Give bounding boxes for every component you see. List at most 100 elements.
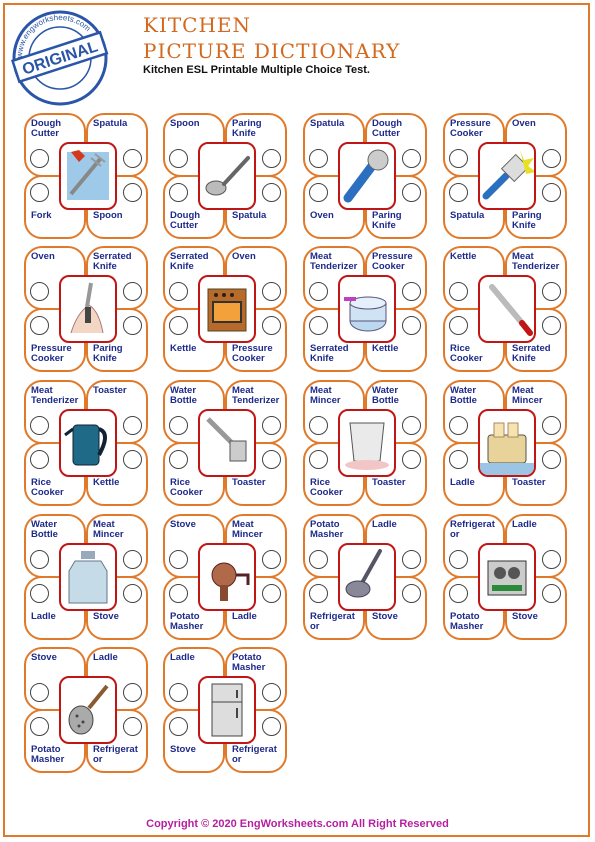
answer-circle[interactable] xyxy=(402,183,421,202)
answer-circle[interactable] xyxy=(449,450,468,469)
answer-circle[interactable] xyxy=(542,584,561,603)
meat-mincer-icon xyxy=(198,543,256,611)
answer-circle[interactable] xyxy=(169,717,188,736)
option-bottom-right: Refrigerat or xyxy=(93,744,138,765)
original-stamp: www.engworksheets.com ORIGINAL xyxy=(10,10,109,106)
option-bottom-right: Paring Knife xyxy=(93,343,123,364)
answer-circle[interactable] xyxy=(169,149,188,168)
answer-circle[interactable] xyxy=(30,316,49,335)
answer-circle[interactable] xyxy=(123,149,142,168)
answer-circle[interactable] xyxy=(30,149,49,168)
answer-circle[interactable] xyxy=(262,149,281,168)
answer-circle[interactable] xyxy=(262,416,281,435)
answer-circle[interactable] xyxy=(402,550,421,569)
answer-circle[interactable] xyxy=(169,450,188,469)
answer-circle[interactable] xyxy=(449,183,468,202)
answer-circle[interactable] xyxy=(169,683,188,702)
option-bottom-left: Stove xyxy=(170,744,196,755)
answer-circle[interactable] xyxy=(309,183,328,202)
answer-circle[interactable] xyxy=(30,450,49,469)
option-bottom-right: Pressure Cooker xyxy=(232,343,273,364)
answer-circle[interactable] xyxy=(123,717,142,736)
answer-circle[interactable] xyxy=(309,450,328,469)
option-top-left: Pressure Cooker xyxy=(450,118,491,139)
answer-circle[interactable] xyxy=(262,450,281,469)
answer-circle[interactable] xyxy=(262,550,281,569)
answer-circle[interactable] xyxy=(542,450,561,469)
answer-circle[interactable] xyxy=(30,416,49,435)
answer-circle[interactable] xyxy=(542,550,561,569)
answer-circle[interactable] xyxy=(449,149,468,168)
copyright-text: Copyright © 2020 EngWorksheets.com All R… xyxy=(146,818,449,830)
oven-icon xyxy=(198,275,256,343)
option-bottom-right: Stove xyxy=(93,611,119,622)
answer-circle[interactable] xyxy=(402,416,421,435)
option-top-right: Ladle xyxy=(93,652,118,663)
option-top-right: Potato Masher xyxy=(232,652,266,673)
answer-circle[interactable] xyxy=(262,316,281,335)
answer-circle[interactable] xyxy=(169,183,188,202)
answer-circle[interactable] xyxy=(123,584,142,603)
answer-circle[interactable] xyxy=(123,316,142,335)
option-bottom-right: Spoon xyxy=(93,210,123,221)
answer-circle[interactable] xyxy=(309,282,328,301)
answer-circle[interactable] xyxy=(169,282,188,301)
page-title-line1: KITCHEN xyxy=(143,13,252,37)
answer-circle[interactable] xyxy=(449,584,468,603)
answer-circle[interactable] xyxy=(262,183,281,202)
answer-circle[interactable] xyxy=(123,282,142,301)
answer-circle[interactable] xyxy=(309,416,328,435)
answer-circle[interactable] xyxy=(309,316,328,335)
answer-circle[interactable] xyxy=(262,282,281,301)
answer-circle[interactable] xyxy=(262,717,281,736)
answer-circle[interactable] xyxy=(402,450,421,469)
answer-circle[interactable] xyxy=(449,550,468,569)
answer-circle[interactable] xyxy=(169,316,188,335)
answer-circle[interactable] xyxy=(123,183,142,202)
answer-circle[interactable] xyxy=(309,149,328,168)
answer-circle[interactable] xyxy=(309,550,328,569)
answer-circle[interactable] xyxy=(402,316,421,335)
option-bottom-right: Refrigerat or xyxy=(232,744,277,765)
answer-circle[interactable] xyxy=(402,149,421,168)
answer-circle[interactable] xyxy=(542,183,561,202)
option-top-left: Spoon xyxy=(170,118,200,129)
answer-circle[interactable] xyxy=(123,550,142,569)
answer-circle[interactable] xyxy=(262,683,281,702)
serrated-knife-icon xyxy=(478,275,536,343)
answer-circle[interactable] xyxy=(123,683,142,702)
answer-circle[interactable] xyxy=(449,316,468,335)
option-bottom-right: Paring Knife xyxy=(512,210,542,231)
answer-circle[interactable] xyxy=(402,584,421,603)
answer-circle[interactable] xyxy=(30,683,49,702)
answer-circle[interactable] xyxy=(123,450,142,469)
option-bottom-left: Ladle xyxy=(450,477,475,488)
answer-circle[interactable] xyxy=(30,183,49,202)
page-title-line2: PICTURE DICTIONARY xyxy=(143,39,401,63)
answer-circle[interactable] xyxy=(169,416,188,435)
answer-circle[interactable] xyxy=(30,584,49,603)
option-top-right: Oven xyxy=(232,251,256,262)
answer-circle[interactable] xyxy=(402,282,421,301)
answer-circle[interactable] xyxy=(123,416,142,435)
answer-circle[interactable] xyxy=(262,584,281,603)
option-bottom-left: Rice Cooker xyxy=(31,477,64,498)
answer-circle[interactable] xyxy=(30,282,49,301)
answer-circle[interactable] xyxy=(542,282,561,301)
spatula-icon xyxy=(478,142,536,210)
answer-circle[interactable] xyxy=(542,316,561,335)
answer-circle[interactable] xyxy=(169,584,188,603)
answer-circle[interactable] xyxy=(30,717,49,736)
answer-circle[interactable] xyxy=(169,550,188,569)
answer-circle[interactable] xyxy=(449,416,468,435)
answer-circle[interactable] xyxy=(30,550,49,569)
answer-circle[interactable] xyxy=(542,416,561,435)
option-bottom-left: Serrated Knife xyxy=(310,343,349,364)
option-bottom-left: Potato Masher xyxy=(170,611,204,632)
answer-circle[interactable] xyxy=(449,282,468,301)
pressure-cooker-icon xyxy=(338,275,396,343)
answer-circle[interactable] xyxy=(542,149,561,168)
answer-circle[interactable] xyxy=(309,584,328,603)
option-top-left: Ladle xyxy=(170,652,195,663)
